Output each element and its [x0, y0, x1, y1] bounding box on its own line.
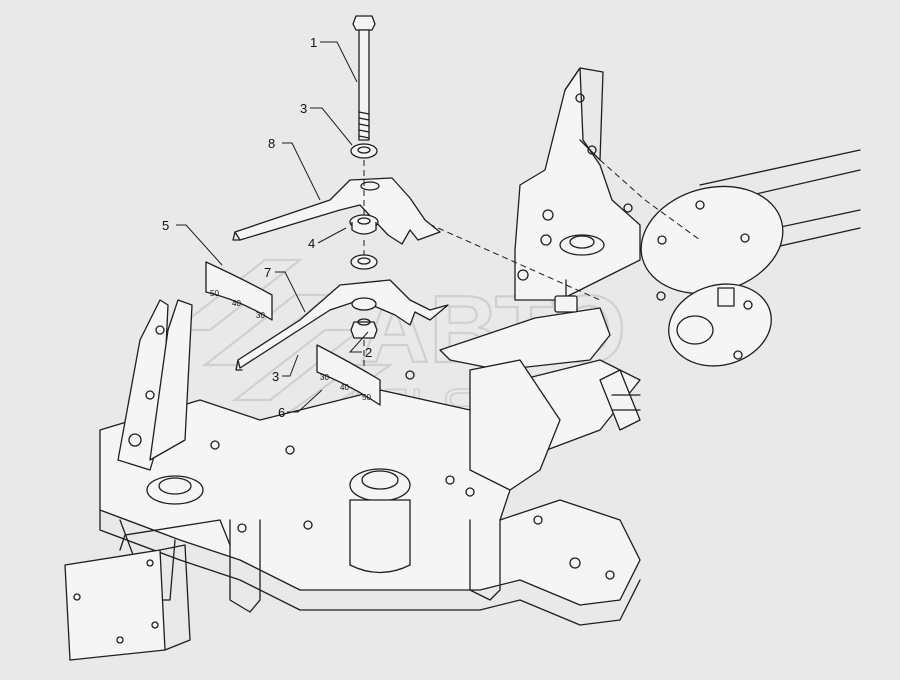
scale-left-mark-2: 40 — [232, 299, 241, 308]
bolt — [352, 15, 376, 141]
scale-left-mark-1: 50 — [210, 289, 219, 298]
callout-5: 5 — [162, 218, 169, 233]
callout-3-lower: 3 — [272, 369, 279, 384]
bushing — [349, 214, 379, 235]
scale-right-mark-3: 50 — [362, 393, 371, 402]
washer-mid — [350, 254, 378, 270]
callout-8: 8 — [268, 136, 275, 151]
callouts: 1 2 3 3 4 5 6 7 8 — [162, 35, 372, 420]
left-upright — [117, 299, 193, 471]
upper-bracket — [232, 177, 441, 245]
scale-right-mark-2: 40 — [340, 383, 349, 392]
installed-lever — [439, 279, 641, 491]
scale-plate-left: 50 40 30 — [205, 261, 273, 321]
lower-bracket — [235, 279, 449, 371]
callout-2: 2 — [365, 345, 372, 360]
callout-6: 6 — [278, 405, 285, 420]
callout-7: 7 — [264, 265, 271, 280]
tow-bracket — [64, 519, 231, 661]
leader-lines — [176, 41, 369, 413]
scale-plate-right: 30 40 50 — [316, 344, 381, 406]
scale-right-mark-1: 30 — [320, 373, 329, 382]
callout-1: 1 — [310, 35, 317, 50]
washer-top — [350, 143, 378, 159]
callout-3-top: 3 — [300, 101, 307, 116]
nut — [350, 318, 378, 339]
axle-beam — [640, 149, 861, 367]
callout-4: 4 — [308, 236, 315, 251]
scale-left-mark-3: 30 — [256, 311, 265, 320]
